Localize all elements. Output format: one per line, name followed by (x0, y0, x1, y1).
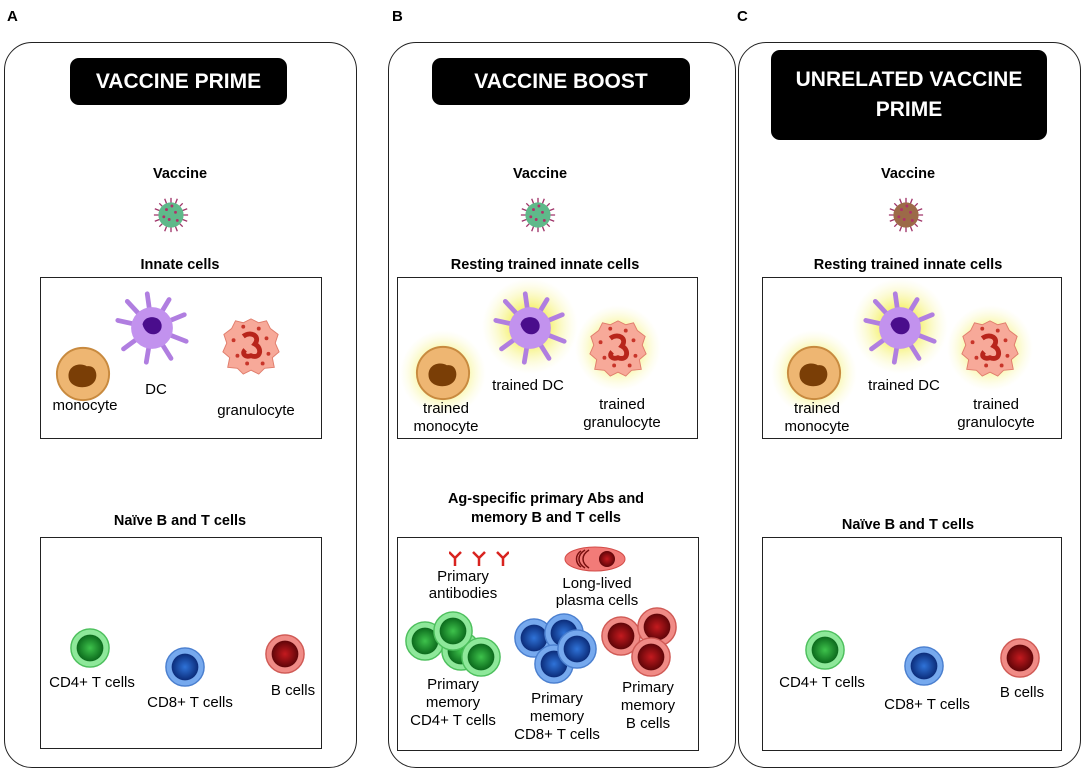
cd4-memory-label: Primary memory CD4+ T cells (410, 676, 496, 729)
adaptive-cells-box (762, 537, 1062, 751)
cd8-t-cell-icon (164, 646, 206, 688)
innate-cells-box (40, 277, 322, 439)
antibodies-icon (449, 548, 509, 568)
primary-antibodies-label: Primary antibodies (428, 568, 498, 602)
innate-heading: Innate cells (140, 257, 220, 273)
b-cell-icon (999, 637, 1041, 679)
panel-title: VACCINE PRIME (70, 58, 287, 105)
dendritic-cell-icon (114, 290, 190, 366)
innate-cells-box (762, 277, 1062, 439)
unrelated-vaccine-virus-icon (888, 197, 924, 233)
b-cell-icon (264, 633, 306, 675)
plasma-cell-icon (563, 545, 627, 573)
cd8-label: CD8+ T cells (884, 696, 970, 713)
plasma-cells-label: Long-lived plasma cells (555, 575, 639, 609)
cd4-t-cell-icon (804, 629, 846, 671)
trained-monocyte-label: trained monocyte (413, 400, 479, 435)
vaccine-label: Vaccine (152, 166, 208, 182)
panel-letter: B (392, 8, 403, 25)
granulocyte-label: granulocyte (217, 402, 295, 419)
vaccine-label: Vaccine (880, 166, 936, 182)
trained-dendritic-cell-icon (862, 290, 938, 366)
trained-granulocyte-label: trained granulocyte (957, 396, 1035, 431)
dc-label: DC (145, 381, 167, 398)
vaccine-virus-icon (520, 197, 556, 233)
b-memory-label: Primary memory B cells (620, 679, 676, 732)
trained-monocyte-icon (785, 344, 843, 402)
monocyte-label: monocyte (52, 397, 118, 414)
panel-c (738, 42, 1081, 768)
trained-dendritic-cell-icon (492, 290, 568, 366)
trained-monocyte-icon (414, 344, 472, 402)
trained-monocyte-label: trained monocyte (784, 400, 850, 435)
adaptive-heading: Naïve B and T cells (841, 517, 975, 533)
trained-dc-label: trained DC (492, 377, 564, 394)
cd4-label: CD4+ T cells (779, 674, 865, 691)
cd4-memory-cell-icon (460, 636, 502, 678)
cd8-label: CD8+ T cells (147, 694, 233, 711)
innate-heading: Resting trained innate cells (450, 257, 640, 273)
granulocyte-icon (220, 315, 282, 377)
trained-granulocyte-icon (587, 317, 649, 379)
vaccine-label: Vaccine (512, 166, 568, 182)
cd8-memory-label: Primary memory CD8+ T cells (514, 690, 600, 743)
b-memory-cell-icon (630, 636, 672, 678)
b-cells-label: B cells (999, 684, 1045, 701)
cd8-t-cell-icon (903, 645, 945, 687)
trained-granulocyte-label: trained granulocyte (583, 396, 661, 431)
b-cells-label: B cells (270, 682, 316, 699)
panel-a (4, 42, 357, 768)
cd4-label: CD4+ T cells (49, 674, 135, 691)
adaptive-cells-box (397, 537, 699, 751)
panel-letter: A (7, 8, 18, 25)
adaptive-heading: Ag-specific primary Abs and memory B and… (447, 491, 645, 526)
innate-cells-box (397, 277, 698, 439)
innate-heading: Resting trained innate cells (813, 257, 1003, 273)
vaccine-virus-icon (153, 197, 189, 233)
panel-title: UNRELATED VACCINE PRIME (771, 50, 1047, 140)
panel-title: VACCINE BOOST (432, 58, 690, 105)
cd4-t-cell-icon (69, 627, 111, 669)
adaptive-cells-box (40, 537, 322, 749)
cd8-memory-cell-icon (556, 628, 598, 670)
panel-b (388, 42, 736, 768)
monocyte-icon (54, 345, 112, 403)
trained-dc-label: trained DC (868, 377, 940, 394)
trained-granulocyte-icon (959, 317, 1021, 379)
adaptive-heading: Naïve B and T cells (113, 513, 247, 529)
panel-letter: C (737, 8, 748, 25)
